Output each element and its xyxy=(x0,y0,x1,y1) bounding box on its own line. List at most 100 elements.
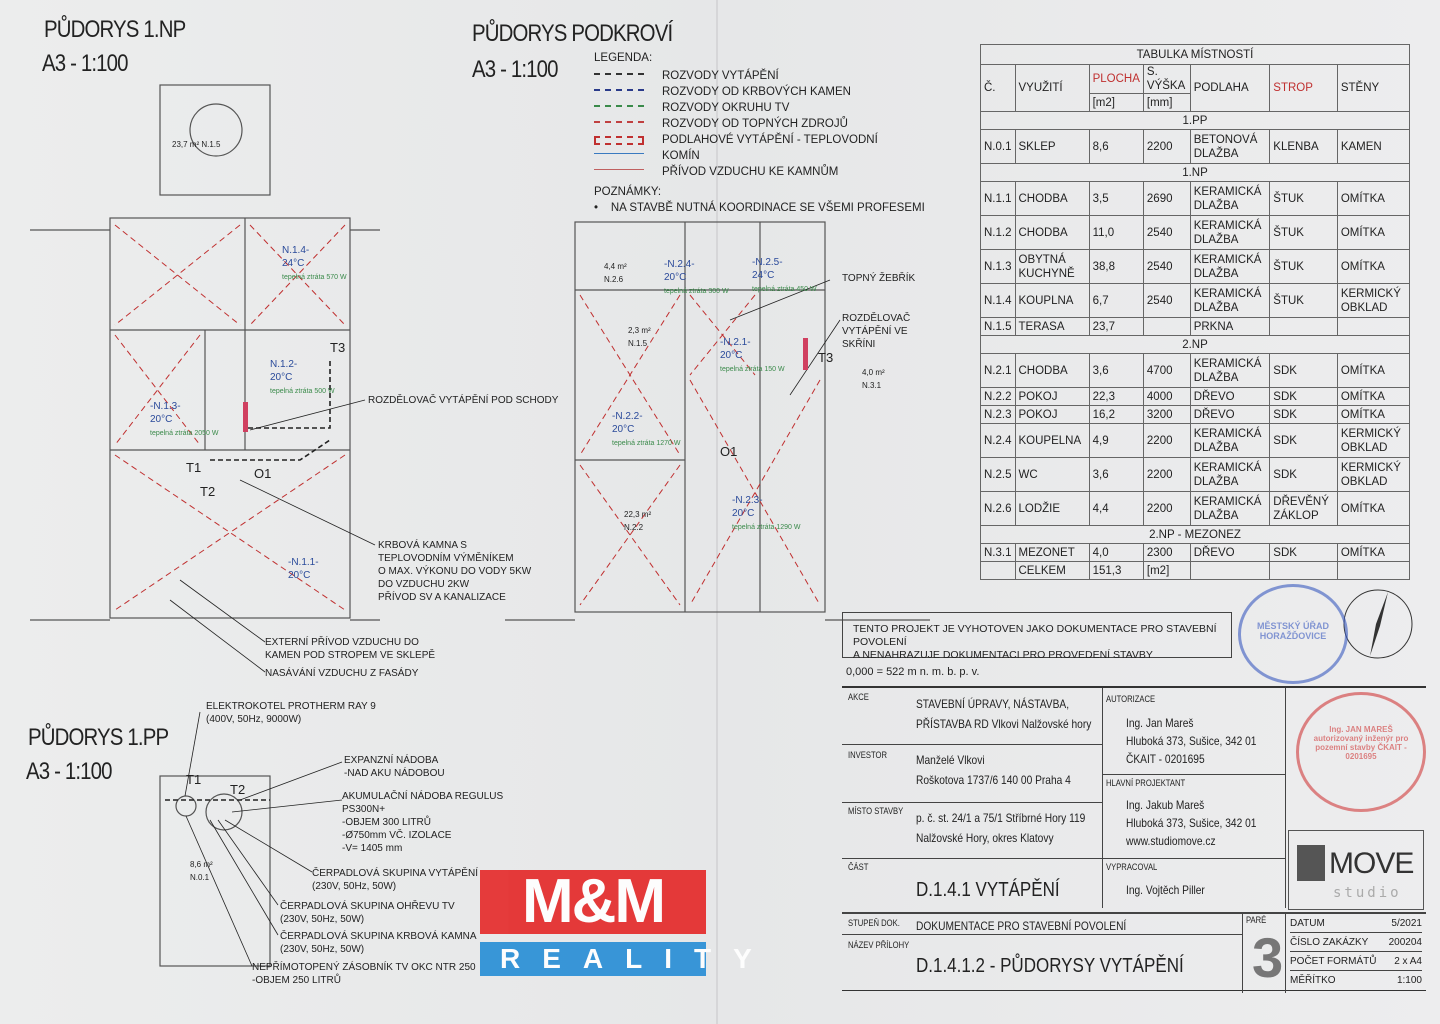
distributor-1np xyxy=(243,402,248,432)
table-cell: KERAMICKÁ DLAŽBA xyxy=(1189,423,1271,458)
table-cell: 3,6 xyxy=(1088,353,1144,388)
table-cell: OMÍTKA xyxy=(1336,491,1411,526)
table-cell: SDK xyxy=(1269,457,1338,492)
table-cell: KOUPLNA xyxy=(1014,283,1090,318)
terrace-outline xyxy=(159,84,271,196)
investor-label: INVESTOR xyxy=(848,750,887,760)
annotation-towel-rail: TOPNÝ ŽEBŘÍK xyxy=(842,273,916,284)
table-cell: OMÍTKA xyxy=(1336,387,1411,406)
section-row: 2.NP xyxy=(980,335,1410,354)
table-cell: N.0.1 xyxy=(980,129,1016,164)
tank-symbol xyxy=(205,793,243,831)
annotation-expansion-tank: EXPANZNÍ NÁDOBA-NAD AKU NÁDOBOU xyxy=(344,755,445,779)
header-height: S. VÝŠKA xyxy=(1142,64,1191,94)
plan-attic-outline xyxy=(574,221,826,613)
legend-item: PODLAHOVÉ VYTÁPĚNÍ - TEPLOVODNÍ xyxy=(594,132,925,148)
table-cell: KERMICKÝ OBKLAD xyxy=(1336,423,1411,458)
header-area: PLOCHA xyxy=(1088,64,1144,94)
legend-item: ROZVODY OD TOPNÝCH ZDROJŮ xyxy=(594,116,925,132)
table-cell: 2200 xyxy=(1142,457,1191,492)
distributor-attic xyxy=(803,338,808,370)
boiler-symbol xyxy=(175,795,197,817)
table-cell: SKLEP xyxy=(1014,129,1090,164)
table-cell: 6,7 xyxy=(1088,283,1144,318)
table-cell: N.1.5 xyxy=(980,317,1016,336)
table-cell: KOUPELNA xyxy=(1014,423,1090,458)
table-cell: 2200 xyxy=(1142,423,1191,458)
table-cell: 38,8 xyxy=(1088,249,1144,284)
leader-lines xyxy=(169,279,841,967)
table-cell: ŠTUK xyxy=(1269,249,1338,284)
doc-stage-label: STUPEŇ DOK. xyxy=(848,918,900,928)
table-cell: N.1.1 xyxy=(980,181,1016,216)
table-cell: KERAMICKÁ DLAŽBA xyxy=(1189,181,1271,216)
table-cell: KERAMICKÁ DLAŽBA xyxy=(1189,215,1271,250)
mark-t1: T1 xyxy=(186,460,202,475)
table-cell: 16,2 xyxy=(1088,405,1144,424)
table-cell: 23,7 xyxy=(1088,317,1144,336)
table-cell: SDK xyxy=(1269,405,1338,424)
legend-item: ROZVODY OD KRBOVÝCH KAMEN xyxy=(594,84,925,100)
copies-label: PARÉ xyxy=(1246,915,1267,925)
header-walls: STĚNY xyxy=(1336,64,1411,112)
attachment-name: D.1.4.1.2 - PŮDORYSY VYTÁPĚNÍ xyxy=(916,955,1184,977)
table-cell: N.1.2 xyxy=(980,215,1016,250)
table-cell: CHODBA xyxy=(1014,353,1090,388)
legend: LEGENDA: ROZVODY VYTÁPĚNÍ ROZVODY OD KRB… xyxy=(594,52,925,214)
table-cell: 3,5 xyxy=(1088,181,1144,216)
city-stamp: MĚSTSKÝ ÚŘAD HORAŽĎOVICE xyxy=(1238,584,1348,684)
table-cell: TERASA xyxy=(1014,317,1090,336)
table-cell: 3,6 xyxy=(1088,457,1144,492)
table-cell: N.1.4 xyxy=(980,283,1016,318)
copy-number: 3 xyxy=(1252,926,1284,989)
table-cell: 4,9 xyxy=(1088,423,1144,458)
annotation-pump-stove: ČERPADLOVÁ SKUPINA KRBOVÁ KAMNA(230V, 50… xyxy=(280,931,477,955)
note-item: • NA STAVBĚ NUTNÁ KOORDINACE SE VŠEMI PR… xyxy=(594,202,925,214)
table-cell: SDK xyxy=(1269,543,1338,562)
disclaimer-box: TENTO PROJEKT JE VYHOTOVEN JAKO DOKUMENT… xyxy=(842,612,1232,661)
mark-o1: O1 xyxy=(254,466,272,481)
table-cell: N.2.2 xyxy=(980,387,1016,406)
table-cell: KERAMICKÁ DLAŽBA xyxy=(1189,283,1271,318)
title-block: AKCE STAVEBNÍ ÚPRAVY, NÁSTAVBA,PŘÍSTAVBA… xyxy=(842,686,1426,993)
annotation-distributor-stairs: ROZDĚLOVAČ VYTÁPĚNÍ POD SCHODY xyxy=(368,395,559,406)
table-cell: OMÍTKA xyxy=(1336,215,1411,250)
table-cell: N.2.6 xyxy=(980,491,1016,526)
section-row: 1.NP xyxy=(980,163,1410,182)
area-n22: 22,3 m² N.2.2 xyxy=(624,510,652,532)
pp-mark-t1: T1 xyxy=(186,772,202,787)
annotation-pump-heating: ČERPADLOVÁ SKUPINA VYTÁPĚNÍ(230V, 50Hz, … xyxy=(312,868,478,892)
table-cell: CHODBA xyxy=(1014,181,1090,216)
header-height-unit: [mm] xyxy=(1142,93,1191,112)
table-cell: POKOJ xyxy=(1014,405,1090,424)
attic-mark-t3: T3 xyxy=(818,350,834,365)
table-cell: KERAMICKÁ DLAŽBA xyxy=(1189,249,1271,284)
akce-label: AKCE xyxy=(848,692,869,702)
legend-item: PŘÍVOD VZDUCHU KE KAMNŮM xyxy=(594,164,925,180)
table-cell: DŘEVO xyxy=(1189,543,1271,562)
table-cell: N.2.1 xyxy=(980,353,1016,388)
move-studio-logo: MOVE studio xyxy=(1288,830,1424,910)
table-cell: 2540 xyxy=(1142,283,1191,318)
plan-1np-scale: A3 - 1:100 xyxy=(42,50,128,77)
table-cell: KLENBA xyxy=(1269,129,1338,164)
paper-fold xyxy=(716,0,718,1024)
engineer-stamp: Ing. JAN MAREŠ autorizovaný inženýr pro … xyxy=(1296,692,1426,812)
area-n15: 2,3 m² N.1.5 xyxy=(628,326,651,348)
table-cell: BETONOVÁ DLAŽBA xyxy=(1189,129,1271,164)
table-cell: KERAMICKÁ DLAŽBA xyxy=(1189,353,1271,388)
